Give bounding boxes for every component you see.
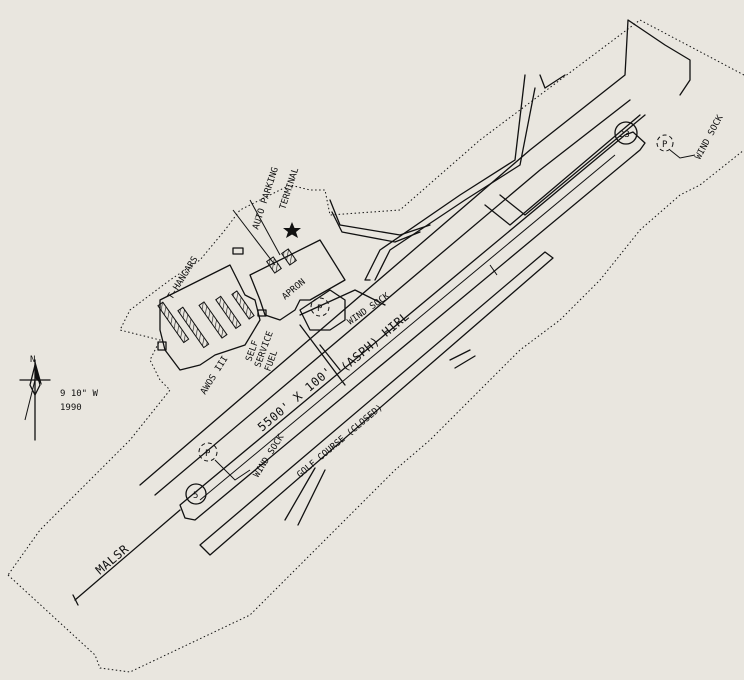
- magnetic-variation-label: 9 10" W: [60, 389, 99, 399]
- parking-symbol-3: P: [205, 449, 211, 459]
- access-road-south: [284, 349, 476, 526]
- wind-sock-label-2: WIND SOCK: [694, 113, 726, 161]
- malsr-label: MALSR: [93, 542, 132, 578]
- hangar-area: [157, 199, 297, 371]
- magnetic-year-label: 1990: [60, 403, 82, 413]
- apron-label: APRON: [281, 277, 308, 302]
- runway-end-5-label: 5: [193, 491, 198, 501]
- access-road-north: [329, 74, 566, 281]
- parking-symbol-1: P: [317, 304, 323, 314]
- wind-sock-label-3: WIND SOCK: [252, 432, 287, 479]
- wind-sock-north: P: [656, 134, 696, 159]
- terminal-star-icon: [283, 222, 301, 238]
- awos-label: AWOS III: [199, 355, 230, 397]
- t-hangars-label: T-HANGARS: [166, 255, 200, 302]
- north-arrow: N: [19, 355, 51, 441]
- north-label: N: [30, 355, 35, 365]
- golf-course-label: GOLF COURSE (CLOSED): [296, 403, 385, 480]
- auto-parking-label: AUTO PARKING: [251, 166, 281, 231]
- malsr-approach-line: [74, 509, 181, 601]
- parallel-taxiway-north: [139, 19, 691, 496]
- wind-sock-south: P: [198, 442, 251, 481]
- runway-end-23-label: 23: [619, 130, 630, 140]
- runway-dimensions-label: 5500' X 100': [255, 364, 335, 434]
- parallel-taxiway-south: [199, 251, 554, 556]
- apron-area: [249, 239, 386, 386]
- runway-end-23: 23: [614, 121, 638, 145]
- runway-end-5: 5: [185, 483, 207, 505]
- airport-boundary: [7, 19, 744, 673]
- parking-area: P: [299, 289, 346, 331]
- runway-5-23: [179, 131, 646, 521]
- parking-symbol-2: P: [662, 140, 668, 150]
